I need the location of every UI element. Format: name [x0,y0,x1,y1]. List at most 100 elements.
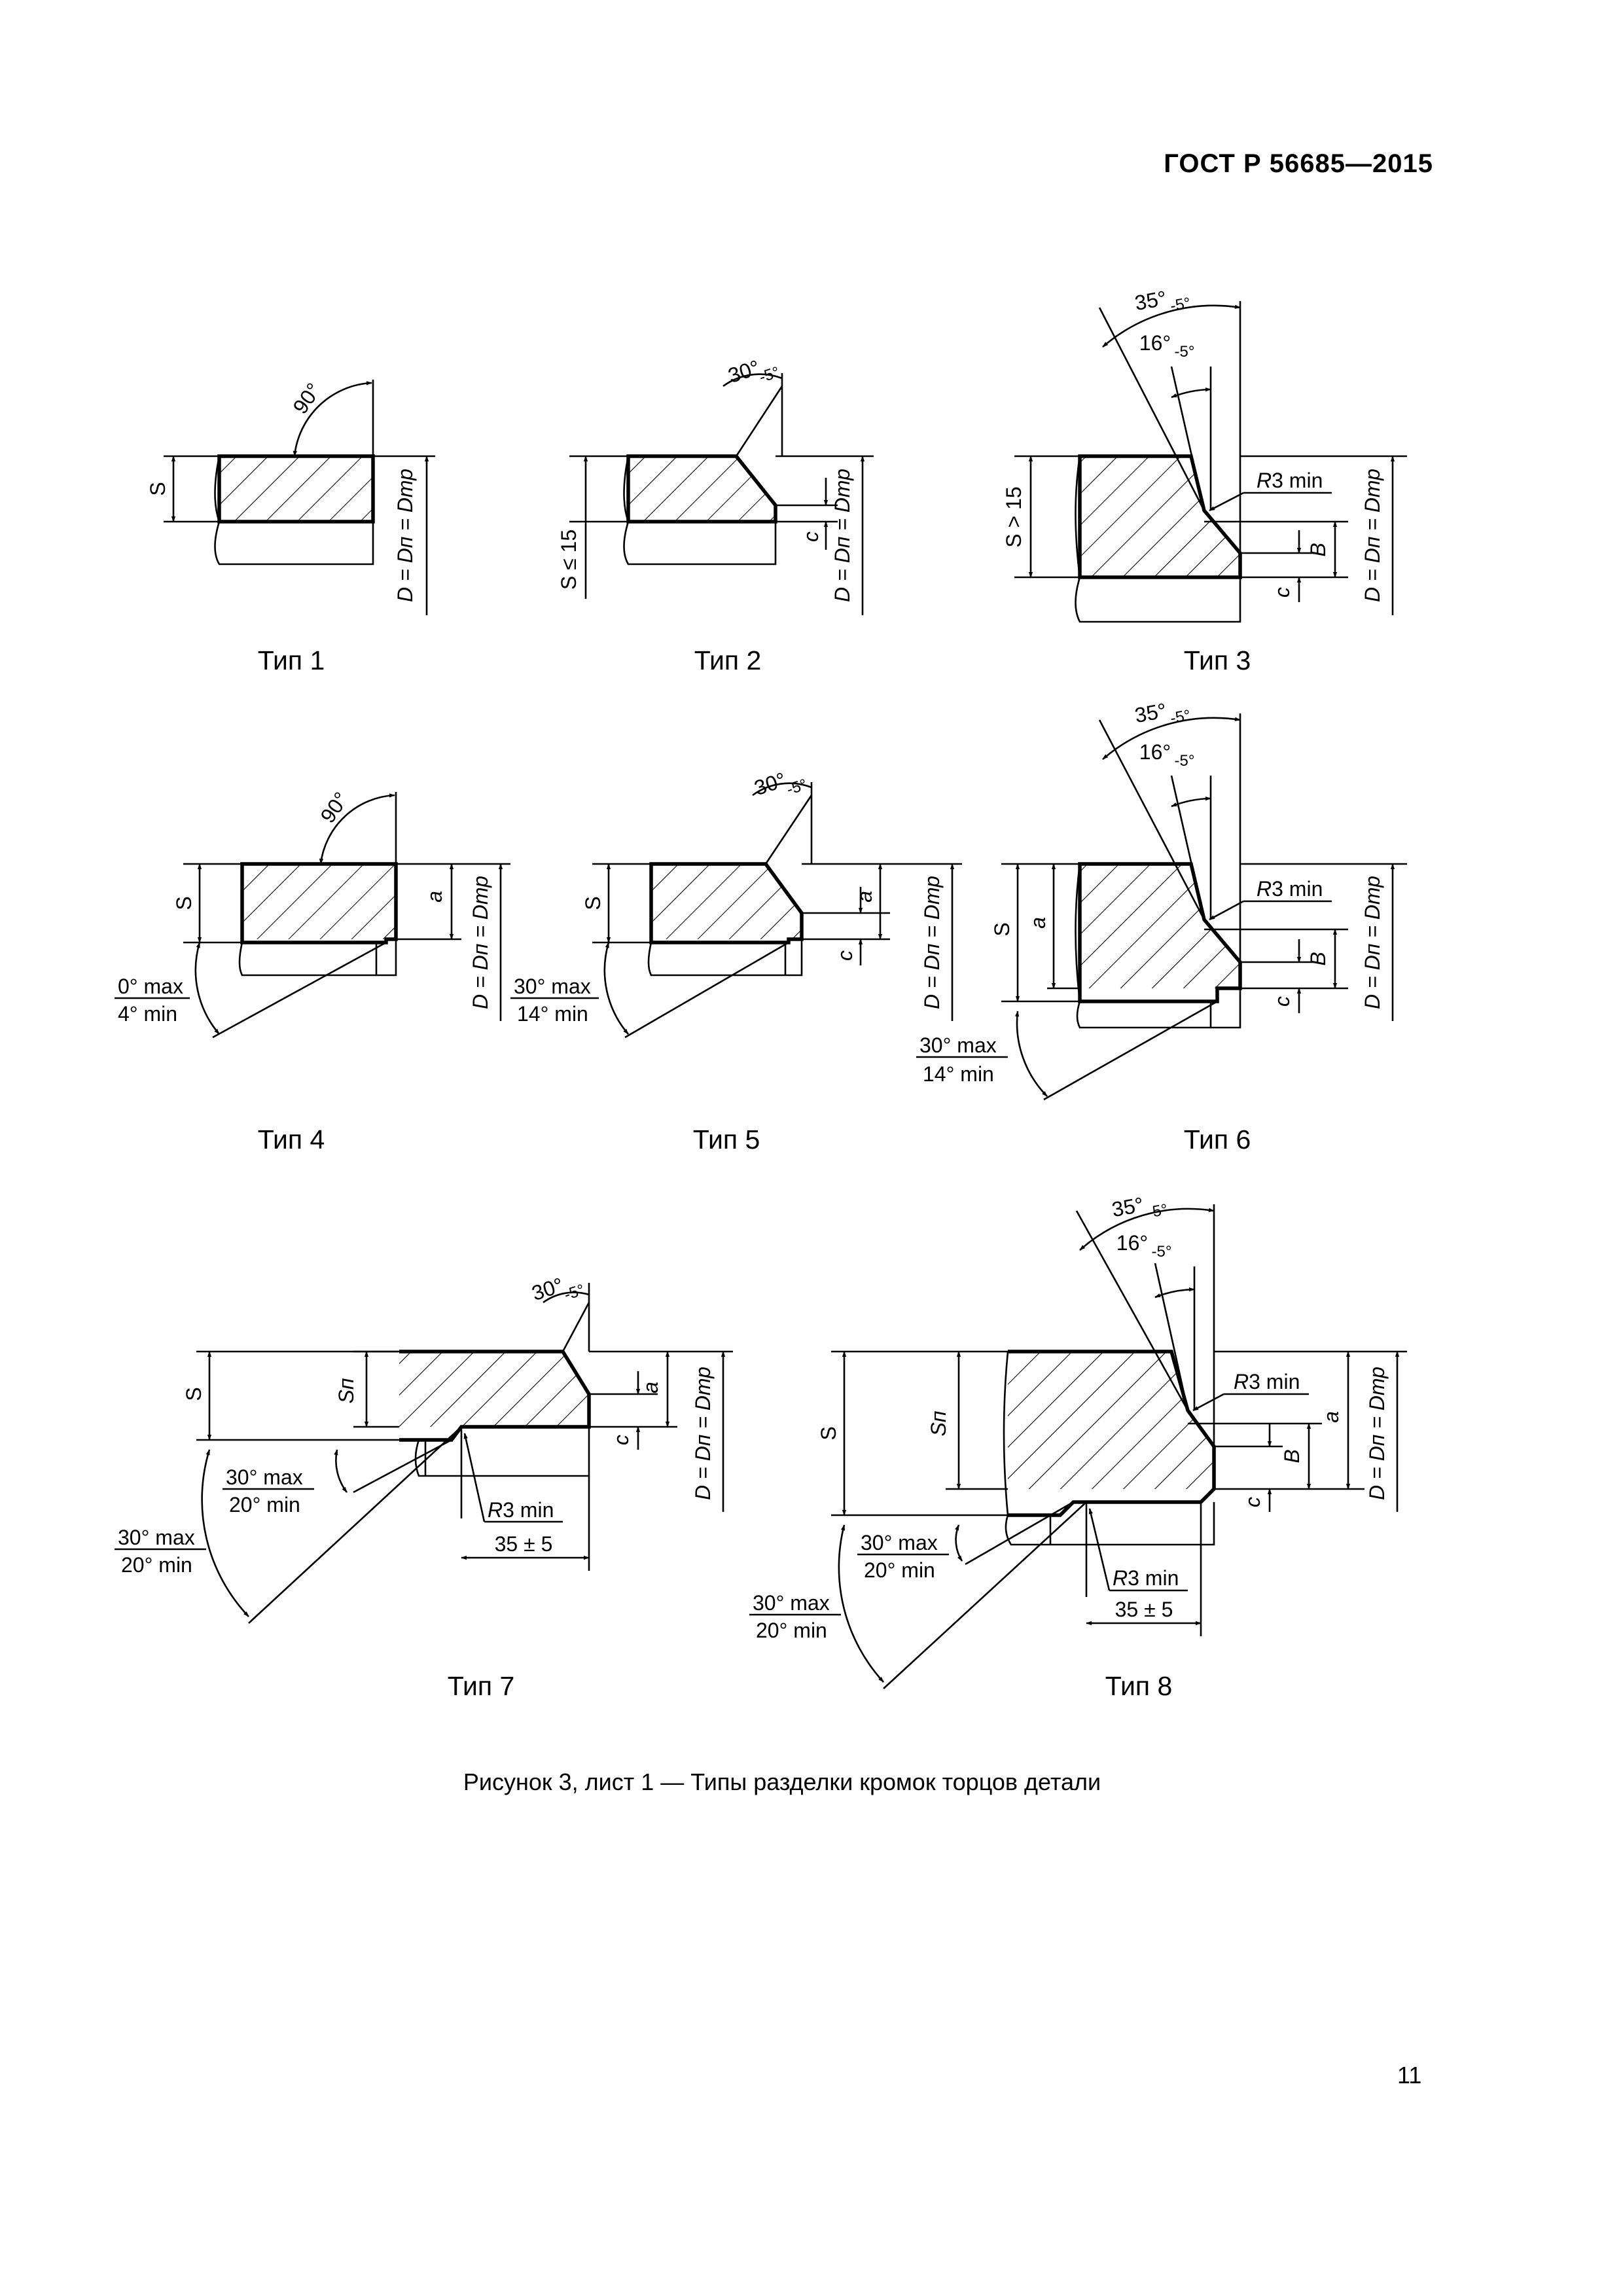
figure-caption-type-6: Тип 6 [1184,1124,1251,1155]
bevel-ext [562,1302,590,1352]
figure-type-6: S a 35° -5° 16° -5° R3 min B c [916,698,1407,1155]
sn-label: Sп [334,1378,358,1404]
ang-20min-label: 20° min [229,1493,300,1516]
angle-ext [248,1426,462,1624]
ang-30max-label: 30° max [919,1033,997,1057]
angle-arc [334,1449,348,1493]
tolerance-label: -5° [1175,752,1195,770]
s-label: S [581,896,605,910]
ang-14min-label: 14° min [923,1062,994,1086]
figure-type-3: S > 15 35° -5° 16° -5° R3 min B c D = Dп [1002,286,1407,675]
angle-arc [722,373,783,387]
ang-30max-label: 30° max [118,1526,195,1549]
figure-caption-type-3: Тип 3 [1184,645,1251,675]
b-label: B [1306,543,1330,556]
angle-16-label: 16° [1139,331,1171,355]
s-le-15-label: S ≤ 15 [557,529,580,590]
angle-arc [319,793,395,865]
angle-35-arc [1102,717,1241,760]
angle-ext [965,1501,1074,1566]
angle-35-label: 35° [1110,1193,1145,1221]
s-label: S [990,922,1014,936]
r3min-text: 3 min [1272,877,1323,901]
ang-30max-label: 30° max [226,1465,303,1489]
figure-caption-type-2: Тип 2 [694,645,762,675]
c-label: c [1241,1497,1264,1507]
figure-caption-type-8: Тип 8 [1105,1671,1173,1701]
angle-16-label: 16° [1139,740,1171,764]
angle-arc [293,381,372,457]
r3min-label: R3 min [488,1498,554,1522]
c-label: c [1270,587,1294,598]
figure-caption-type-4: Тип 4 [258,1124,325,1155]
angle-16-arc [1154,1287,1195,1299]
angle-arc [201,1449,249,1617]
angle-35-arc [1079,1208,1215,1251]
a-label: a [423,891,446,903]
s-label: S [146,482,169,495]
figure-type-4: S 90° 0° max 4° min a D = Dп = Dтр Тип 4 [115,788,510,1155]
angle-16-arc [1171,387,1211,399]
pipe-break-line [1075,456,1241,623]
angle-arc [955,1524,963,1562]
r3-leader [463,1433,486,1522]
angle-90-label: 90° [288,379,325,418]
c-label: c [833,950,857,961]
angle-arc [1014,1011,1048,1097]
angle-ext [353,1439,452,1494]
ang-14min-label: 14° min [517,1002,588,1026]
r3-leader [1088,1508,1111,1591]
angle-30-label: 30° [725,355,762,387]
r3min-text: 3 min [1128,1566,1179,1590]
a-label: a [1026,917,1050,929]
pipe-break-line [1075,863,1241,1029]
r3-leader [1192,1393,1224,1412]
tolerance-label: -5° [785,776,810,798]
c-label: c [1270,996,1294,1007]
d-formula-label: D = Dп = Dтр [469,876,492,1009]
sn-label: Sп [927,1411,950,1437]
tolerance-label: -5° [1152,1243,1172,1261]
ang-30max-label: 30° max [514,975,591,998]
pipe-break-line [647,939,803,977]
figure-caption: Рисунок 3, лист 1 — Типы разделки кромок… [463,1768,1101,1795]
r3min-label: R3 min [1257,877,1323,901]
angle-ext [212,941,387,1039]
angle-35-arc [1102,304,1241,348]
s-label: S [172,896,196,910]
angle-35-label: 35° [1133,698,1168,727]
s-label: S [182,1387,205,1401]
a-label: a [853,891,876,903]
r3min-label: R3 min [1113,1566,1179,1590]
angle-arc [752,782,812,797]
figure-type-2: S ≤ 15 30° -5° c D = Dп = Dтр Тип 2 [557,355,874,675]
pipe-break-line [1003,1351,1215,1546]
d-formula-label: D = Dп = Dтр [393,469,417,602]
dim-35-label: 35 ± 5 [495,1532,553,1556]
d-formula-label: D = Dп = Dтр [1365,1367,1389,1500]
r3min-text: 3 min [503,1498,554,1522]
angle-ext [1043,1000,1218,1101]
figure-type-7: S Sп 30° -5° 30° max 20° min 30° max 20°… [115,1273,733,1701]
figure-type-8: S Sп 35° -5° 16° -5° R3 min R3 min 35 ± … [749,1193,1407,1701]
ang-4min-label: 4° min [118,1002,177,1026]
angle-30-label: 30° [751,768,789,800]
d-formula-label: D = Dп = Dтр [920,876,944,1009]
d-formula-label: D = Dп = Dтр [691,1367,715,1500]
section-hatch [242,864,396,939]
document-header: ГОСТ Р 56685—2015 [1164,149,1433,178]
section-hatch [399,1352,589,1427]
figure-type-5: S 30° -5° 30° max 14° min c a D = Dп = D… [510,768,962,1155]
ang-20min-label: 20° min [121,1553,192,1577]
b-label: B [1280,1449,1304,1463]
figure-type-1: S 90° D = Dп = Dтр Тип 1 [146,379,435,675]
tolerance-label: -5° [1175,343,1195,361]
angle-arc [838,1524,884,1683]
angle-35-label: 35° [1133,286,1168,315]
angle-arc [603,942,629,1035]
a-label: a [639,1382,662,1393]
d-formula-label: D = Dп = Dтр [830,469,854,602]
angle-30-label: 30° [529,1273,566,1305]
